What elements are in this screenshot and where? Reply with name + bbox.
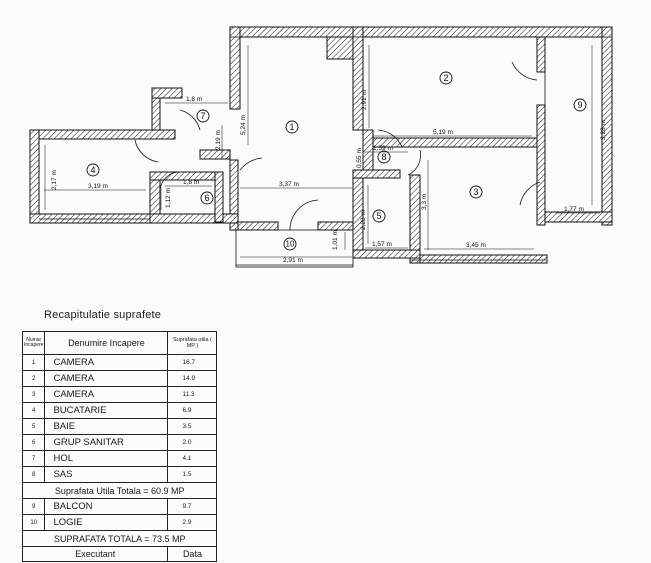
- row-name: GRUP SANITAR: [44, 434, 169, 451]
- grand-total: SUPRAFATA TOTALA = 73.5 MP: [21, 530, 218, 547]
- dim-bath-height: 2,23 m: [360, 210, 367, 230]
- dim-sas-width: 1,59 m: [373, 145, 393, 152]
- header-room-number: Numar Incapere: [21, 331, 46, 355]
- row-name: LOGIE: [44, 514, 169, 531]
- row-area: 2.9: [167, 514, 218, 531]
- dim-room2-height: 2,91 m: [361, 90, 368, 110]
- row-area: 1.5: [167, 466, 218, 483]
- row-number: 3: [21, 386, 46, 403]
- executant-label: Executant: [21, 546, 169, 562]
- walls: [29, 26, 613, 264]
- row-name: CAMERA: [44, 386, 169, 403]
- thin-lines: [39, 36, 612, 268]
- row-area: 6.9: [167, 402, 218, 419]
- row-number: 8: [21, 466, 46, 483]
- row-area: 2.0: [167, 434, 218, 451]
- room-number-markers: [86, 71, 587, 251]
- table-header-row: Numar Incapere Denumire Incapere Suprafa…: [21, 331, 218, 355]
- room-label-9: 9: [577, 100, 582, 110]
- row-number: 1: [21, 354, 46, 371]
- table-row: 3 CAMERA 11.3: [21, 386, 218, 403]
- row-number: 4: [21, 402, 46, 419]
- row-area: 3.5: [167, 418, 218, 435]
- grand-total-row: SUPRAFATA TOTALA = 73.5 MP: [21, 530, 218, 547]
- dim-balcony-width: 1,77 m: [564, 206, 584, 213]
- row-area: 4.1: [167, 450, 218, 467]
- dim-room1-width: 3,37 m: [279, 181, 299, 188]
- dimension-lines: [44, 45, 600, 258]
- area-summary-table: Numar Incapere Denumire Incapere Suprafa…: [21, 331, 218, 562]
- row-name: BALCON: [44, 498, 169, 515]
- room-label-7: 7: [200, 111, 205, 121]
- row-name: HOL: [44, 450, 169, 467]
- signature-row: Executant Data: [21, 546, 218, 562]
- room-label-4: 4: [90, 165, 95, 175]
- row-name: CAMERA: [44, 370, 169, 387]
- dim-hall-width: 1,8 m: [186, 96, 202, 103]
- floor-plan: 1 2 3 4 5 6 7 8 9 10 1,8 m 5,24 m 2,19 m…: [29, 26, 613, 268]
- table-row: 8 SAS 1.5: [21, 466, 218, 483]
- dim-room2-width: 5,19 m: [433, 129, 453, 136]
- room-label-2: 2: [443, 73, 448, 83]
- dim-loggia-width: 2,91 m: [283, 257, 303, 264]
- row-number: 2: [21, 370, 46, 387]
- useful-total-row: Suprafata Utila Totala = 60.9 MP: [21, 482, 218, 499]
- room-label-8: 8: [381, 152, 386, 162]
- room-label-5: 5: [376, 211, 381, 221]
- summary-title: Recapitulatie suprafete: [44, 309, 162, 321]
- dim-room3-height: 3,3 m: [421, 194, 428, 210]
- table-row: 5 BAIE 3.5: [21, 418, 218, 435]
- dim-kitchen-width: 3,19 m: [88, 183, 108, 190]
- row-number: 6: [21, 434, 46, 451]
- dim-bath-width: 1,57 m: [372, 241, 392, 248]
- dim-wc-width: 1,8 m: [183, 179, 199, 186]
- table-row: 10 LOGIE 2.9: [21, 514, 218, 531]
- room-label-6: 6: [204, 193, 209, 203]
- dim-kitchen-height: 2,17 m: [51, 170, 58, 190]
- header-room-name: Denumire Incapere: [44, 331, 169, 355]
- table-row: 2 CAMERA 14.9: [21, 370, 218, 387]
- table-row: 6 GRUP SANITAR 2.0: [21, 434, 218, 451]
- room-label-10: 10: [286, 240, 295, 249]
- dim-balcony-height: 3,28 m: [600, 120, 607, 140]
- table-row: 4 BUCATARIE 6.9: [21, 402, 218, 419]
- row-area: 14.9: [167, 370, 218, 387]
- date-label: Data: [167, 546, 218, 562]
- header-useful-area: Suprafata utila ( MP ): [167, 331, 218, 355]
- room-label-1: 1: [289, 122, 294, 132]
- dim-hall-height: 2,19 m: [215, 130, 222, 150]
- row-name: SAS: [44, 466, 169, 483]
- useful-total: Suprafata Utila Totala = 60.9 MP: [21, 482, 218, 499]
- dim-room1-height: 5,24 m: [240, 115, 247, 135]
- row-number: 9: [21, 498, 46, 515]
- table-row: 7 HOL 4.1: [21, 450, 218, 467]
- room-label-3: 3: [473, 187, 478, 197]
- row-number: 5: [21, 418, 46, 435]
- row-area: 9.7: [167, 498, 218, 515]
- table-row: 1 CAMERA 16.7: [21, 354, 218, 371]
- dim-wc-height: 1,12 m: [165, 188, 172, 208]
- dim-sas-height: 0,55 m: [356, 148, 363, 168]
- row-number: 7: [21, 450, 46, 467]
- row-name: BAIE: [44, 418, 169, 435]
- dim-room3-width: 3,45 m: [466, 242, 486, 249]
- row-area: 16.7: [167, 354, 218, 371]
- row-area: 11.3: [167, 386, 218, 403]
- row-name: CAMERA: [44, 354, 169, 371]
- row-name: BUCATARIE: [44, 402, 169, 419]
- row-number: 10: [21, 514, 46, 531]
- table-row: 9 BALCON 9.7: [21, 498, 218, 515]
- dim-loggia-height: 1,01 m: [332, 230, 339, 250]
